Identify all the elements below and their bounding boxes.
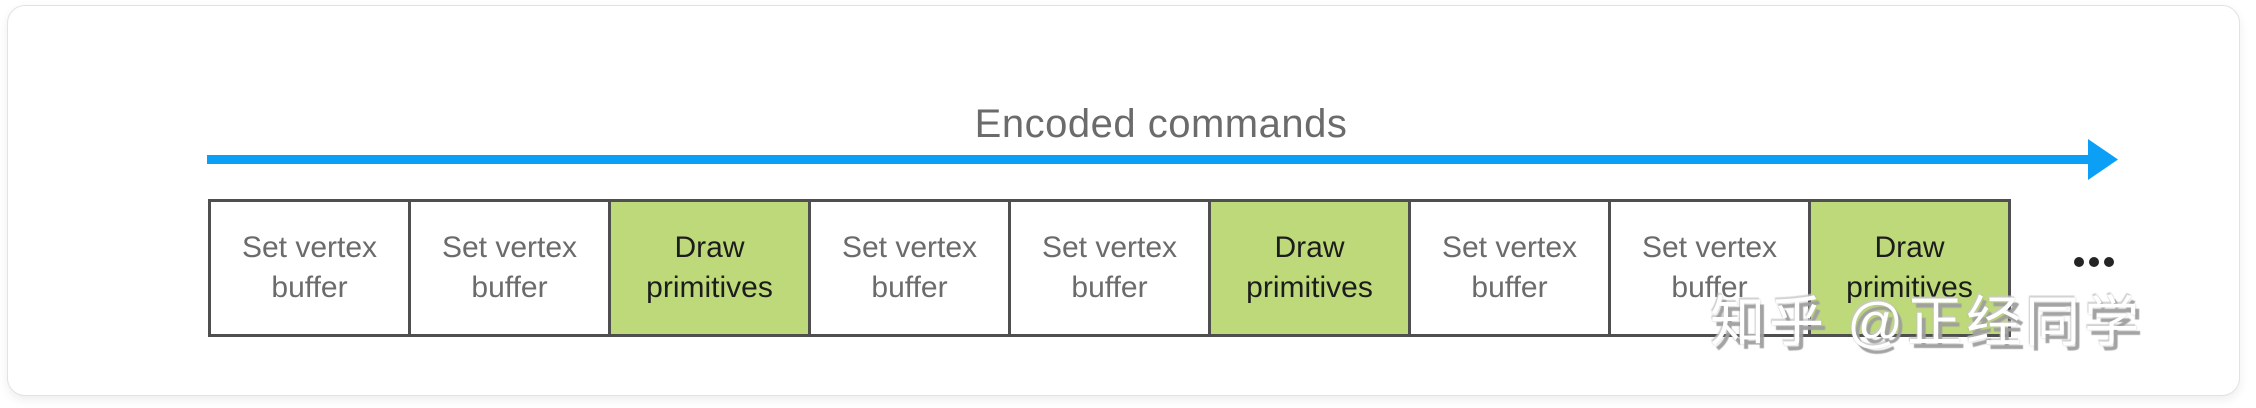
command-box-draw: Draw primitives [1208, 199, 1411, 337]
command-box-line1: Set vertex [1641, 231, 1778, 264]
ellipsis-icon [2074, 257, 2114, 267]
command-box-line2: primitives [646, 271, 773, 304]
command-box-line2: buffer [471, 271, 548, 304]
command-box-line2: buffer [1471, 271, 1548, 304]
command-box-draw: Draw primitives [1808, 199, 2011, 337]
command-box-line1: Draw [1274, 231, 1345, 264]
ellipsis-dot [2104, 257, 2114, 267]
command-box-set: Set vertex buffer [1008, 199, 1211, 337]
command-box-line2: primitives [1246, 271, 1373, 304]
command-box-line1: Draw [1874, 231, 1945, 264]
command-box-line2: buffer [871, 271, 948, 304]
command-box-line2: primitives [1846, 271, 1973, 304]
command-box-line2: buffer [1071, 271, 1148, 304]
command-box-line2: buffer [1671, 271, 1748, 304]
timeline-arrow [207, 139, 2118, 180]
command-sequence: Set vertex buffer Set vertex buffer Draw… [208, 199, 2011, 337]
command-box-set: Set vertex buffer [208, 199, 411, 337]
command-box-line1: Set vertex [1441, 231, 1578, 264]
command-box-draw: Draw primitives [608, 199, 811, 337]
command-box-set: Set vertex buffer [808, 199, 1011, 337]
command-box-line1: Draw [674, 231, 745, 264]
right-arrow-icon [207, 139, 2118, 180]
ellipsis-dot [2089, 257, 2099, 267]
command-box-line1: Set vertex [441, 231, 578, 264]
ellipsis-dot [2074, 257, 2084, 267]
command-box-line1: Set vertex [841, 231, 978, 264]
encoded-commands-label: Encoded commands [974, 102, 1348, 146]
command-box-set: Set vertex buffer [1608, 199, 1811, 337]
command-box-set: Set vertex buffer [408, 199, 611, 337]
command-box-line1: Set vertex [1041, 231, 1178, 264]
command-box-line1: Set vertex [241, 231, 378, 264]
command-box-line2: buffer [271, 271, 348, 304]
command-box-set: Set vertex buffer [1408, 199, 1611, 337]
diagram-card: Encoded commands Set vertex buffer Set v… [7, 5, 2240, 396]
